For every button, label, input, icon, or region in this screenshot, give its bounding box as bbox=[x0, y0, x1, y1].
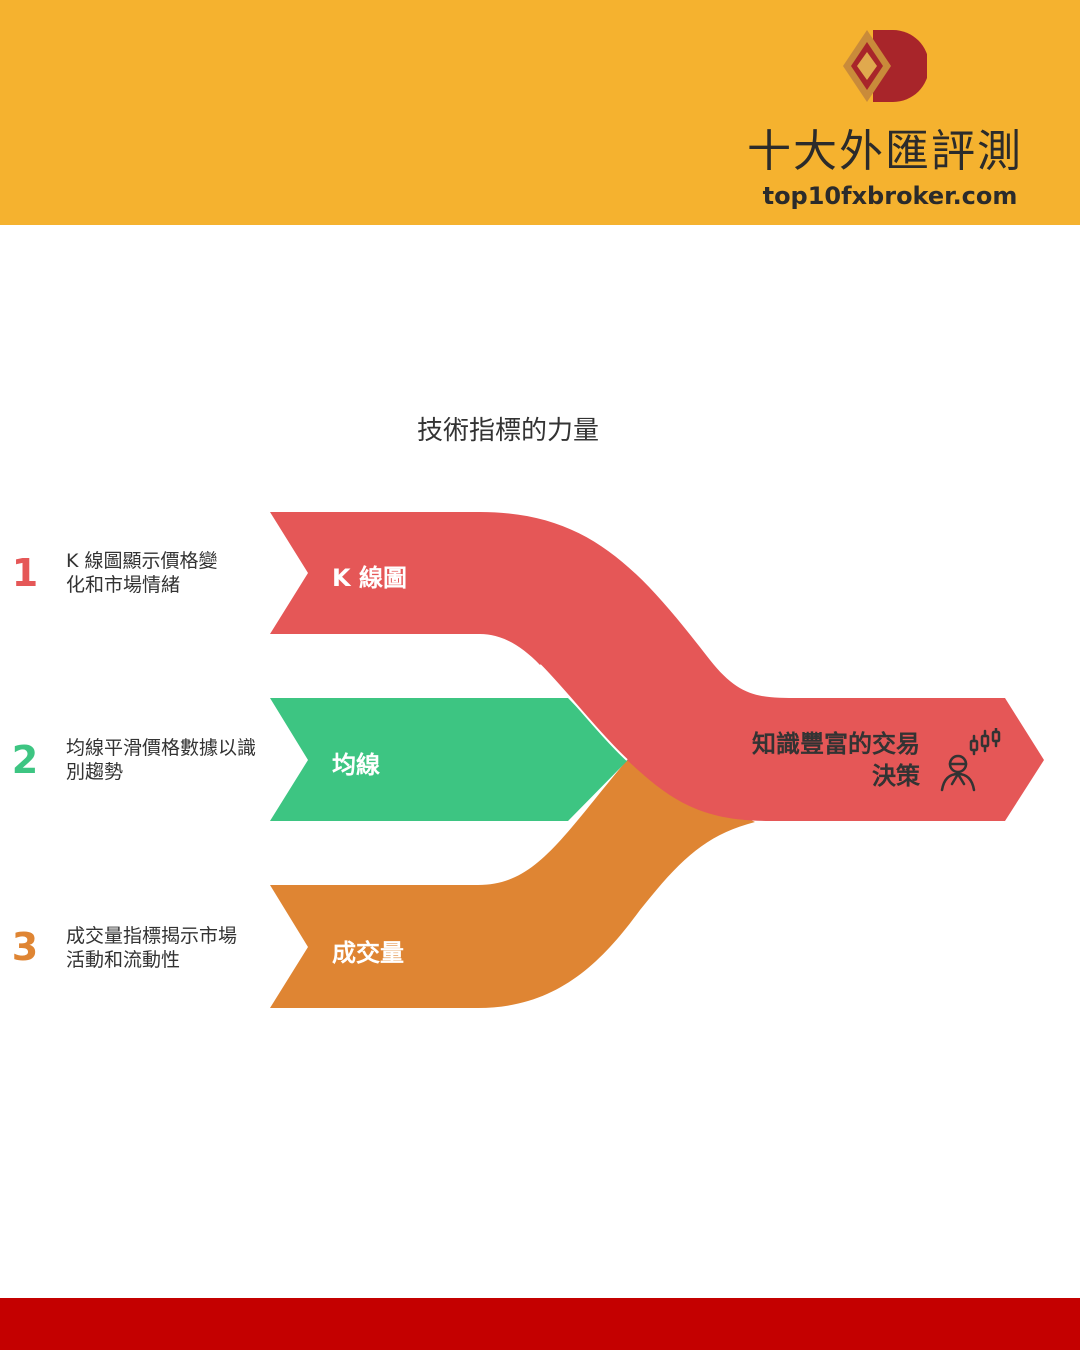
item-number: 2 bbox=[11, 738, 39, 782]
flow-band-divider bbox=[539, 664, 628, 761]
band-label-volume: 成交量 bbox=[332, 939, 404, 967]
diamond-d-logo-icon bbox=[843, 30, 927, 102]
item-description: K 線圖顯示價格變化和市場情緒 bbox=[66, 549, 256, 597]
item-description-line: 別趨勢 bbox=[66, 761, 124, 783]
result-label-line: 知識豐富的交易 bbox=[752, 730, 920, 758]
item-description-line: 活動和流動性 bbox=[66, 949, 181, 971]
result-label: 知識豐富的交易決策 bbox=[720, 728, 920, 792]
flow-band-ma bbox=[270, 698, 628, 821]
brand-block[interactable]: 十大外匯評測 top10fxbroker.com bbox=[740, 22, 1030, 212]
footer-band bbox=[0, 1298, 1080, 1350]
flow-band-volume bbox=[270, 760, 755, 1008]
diagram-title: 技術指標的力量 bbox=[416, 416, 599, 446]
item-description-line: K 線圖顯示價格變 bbox=[66, 550, 218, 572]
item-description-line: 均線平滑價格數據以識 bbox=[66, 737, 257, 759]
item-description: 成交量指標揭示市場活動和流動性 bbox=[66, 924, 256, 972]
item-number: 1 bbox=[11, 551, 39, 595]
brand-url[interactable]: top10fxbroker.com bbox=[762, 182, 1018, 210]
item-description-line: 成交量指標揭示市場 bbox=[66, 925, 238, 947]
item-description-line: 化和市場情緒 bbox=[66, 574, 181, 596]
trader-with-candlesticks-icon bbox=[940, 728, 1001, 792]
item-number: 3 bbox=[11, 925, 39, 969]
band-label-ma: 均線 bbox=[332, 751, 380, 779]
brand-name: 十大外匯評測 bbox=[747, 126, 1023, 177]
band-label-candlestick: K 線圖 bbox=[332, 564, 407, 592]
result-label-line: 決策 bbox=[872, 762, 920, 790]
flow-band-candlestick bbox=[270, 512, 1044, 821]
item-description: 均線平滑價格數據以識別趨勢 bbox=[66, 736, 256, 784]
